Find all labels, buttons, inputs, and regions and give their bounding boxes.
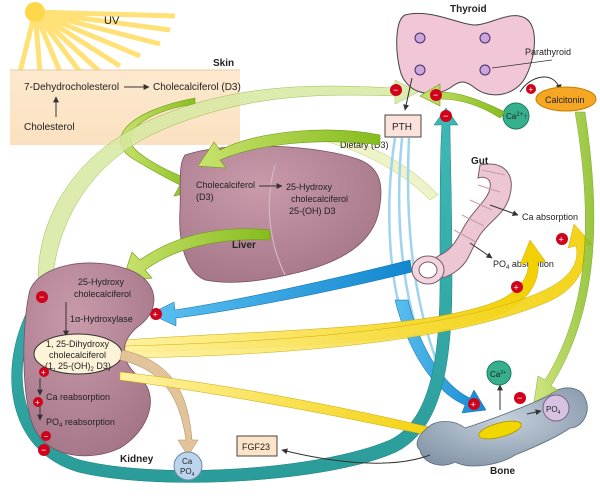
liver-25-hydroxy-label: 25-Hydroxy [286,182,333,192]
parathyroid-glands [414,32,491,76]
dehydrocholesterol-label: 7-Dehydrocholesterol [24,82,119,93]
liver-organ [179,145,382,283]
plus-badge-po4-absorption [511,281,523,293]
ca-to-calcitonin-arrow [519,76,562,93]
uv-label: UV [104,15,120,27]
ca-reabsorption-label: Ca reabsorption [46,392,110,402]
ca-bone-label: Ca2+ [490,370,506,379]
gut-label: Gut [471,156,489,167]
gut-organ [411,163,512,285]
blue-arrow-pth-to-kidney [149,259,413,327]
parathyroid-to-pth-arrow [403,77,413,111]
dihydroxy-label-2: cholecalciferol [49,350,106,360]
pth-box [384,114,422,138]
svg-text:−: − [41,445,46,455]
plus-badge-po4-reabs [33,397,43,407]
green-arrow-dietary-to-liver [197,129,381,169]
minus-badge-parathyroid-2 [390,84,402,96]
kidney-label: Kidney [120,454,154,465]
svg-text:+: + [514,283,519,293]
parathyroid-label: Parathyroid [525,47,571,57]
ca-absorption-label: Ca absorption [522,212,578,222]
dietary-d3-label: Dietary (D3) [340,140,389,150]
calcitonin-badge [535,86,597,112]
ca-increase-label: Ca2+↑ [506,112,527,121]
bone-to-fgf23-arrow [281,448,431,464]
svg-text:+: + [529,85,534,94]
parathyroid-pointer [491,59,553,69]
green-arrow-kidney-to-parathyroid [37,79,419,301]
liver-d3-label: (D3) [196,192,214,202]
liver-cholecalciferol-2-label: cholecalciferol [291,194,348,204]
minus-badge-kidney [36,291,48,303]
plus-badge-kidney [150,308,162,320]
plus-badge-bone-pth [468,398,480,410]
po4-bone-label: PO4 [546,405,561,416]
po4-excretion-label: PO4 [180,467,195,478]
po4-reabsorption-label: PO4 reabsorption [46,417,115,429]
ca-bone-circle [486,360,512,386]
ca-po4-excretion-circle [173,451,203,481]
svg-text:−: − [517,393,522,403]
ca-increase-circle [502,102,530,130]
kidney-cholecalciferol-label: cholecalciferol [74,289,131,299]
svg-text:+: + [41,368,46,377]
minus-badge-teal-top [440,110,452,122]
cholesterol-label: Cholesterol [24,122,75,133]
svg-text:−: − [393,85,398,95]
thyroid-gland [396,12,535,96]
bone-label: Bone [490,466,515,477]
plus-badge-ca-reabs [39,367,49,377]
bone-marrow-ellipse [478,420,522,440]
svg-text:+: + [35,398,40,407]
po4-absorption-arrow [469,242,493,259]
fgf23-box [236,435,278,457]
svg-text:−: − [433,90,438,100]
kidney-25-hydroxy-label: 25-Hydroxy [78,277,125,287]
svg-text:+: + [471,400,476,410]
ca-excretion-label: Ca [182,457,193,466]
dihydroxy-label-3: (1, 25-(OH)2 D3) [45,361,111,373]
hydroxylase-label: 1α-Hydroxylase [70,314,133,324]
liver-cholecalciferol-label: Cholecalciferol [196,180,255,190]
po4-bone-circle [542,394,570,422]
svg-text:+: + [559,235,564,245]
svg-text:−: − [39,292,44,302]
minus-badge-po4-reabs [41,431,51,441]
plus-badge-ca-absorption [556,233,568,245]
minus-badge-bone [514,392,526,404]
bone-po4-release-arrow [526,409,542,416]
minus-badge-parathyroid [430,89,442,101]
pth-label: PTH [392,122,412,133]
svg-text:−: − [44,432,49,441]
svg-text:−: − [443,111,448,121]
skin-cholecalciferol-label: Cholecalciferol (D3) [153,82,241,93]
fgf23-label: FGF23 [242,442,270,452]
calcitonin-label: Calcitonin [545,95,585,105]
liver-25-oh-d3-label: 25-(OH) D3 [289,206,336,216]
dihydroxy-label-1: 1, 25-Dihydroxy [46,339,110,349]
svg-text:+: + [153,310,158,320]
minus-badge-fgf23 [38,444,50,456]
plus-badge-calcitonin [526,84,536,94]
ca-absorption-arrow [489,204,519,217]
liver-label: Liver [232,240,256,251]
sun-icon [17,2,176,74]
green-arrow-calcitonin-to-bone [533,111,595,403]
skin-label: Skin [213,58,234,69]
thyroid-label: Thyroid [450,4,487,15]
